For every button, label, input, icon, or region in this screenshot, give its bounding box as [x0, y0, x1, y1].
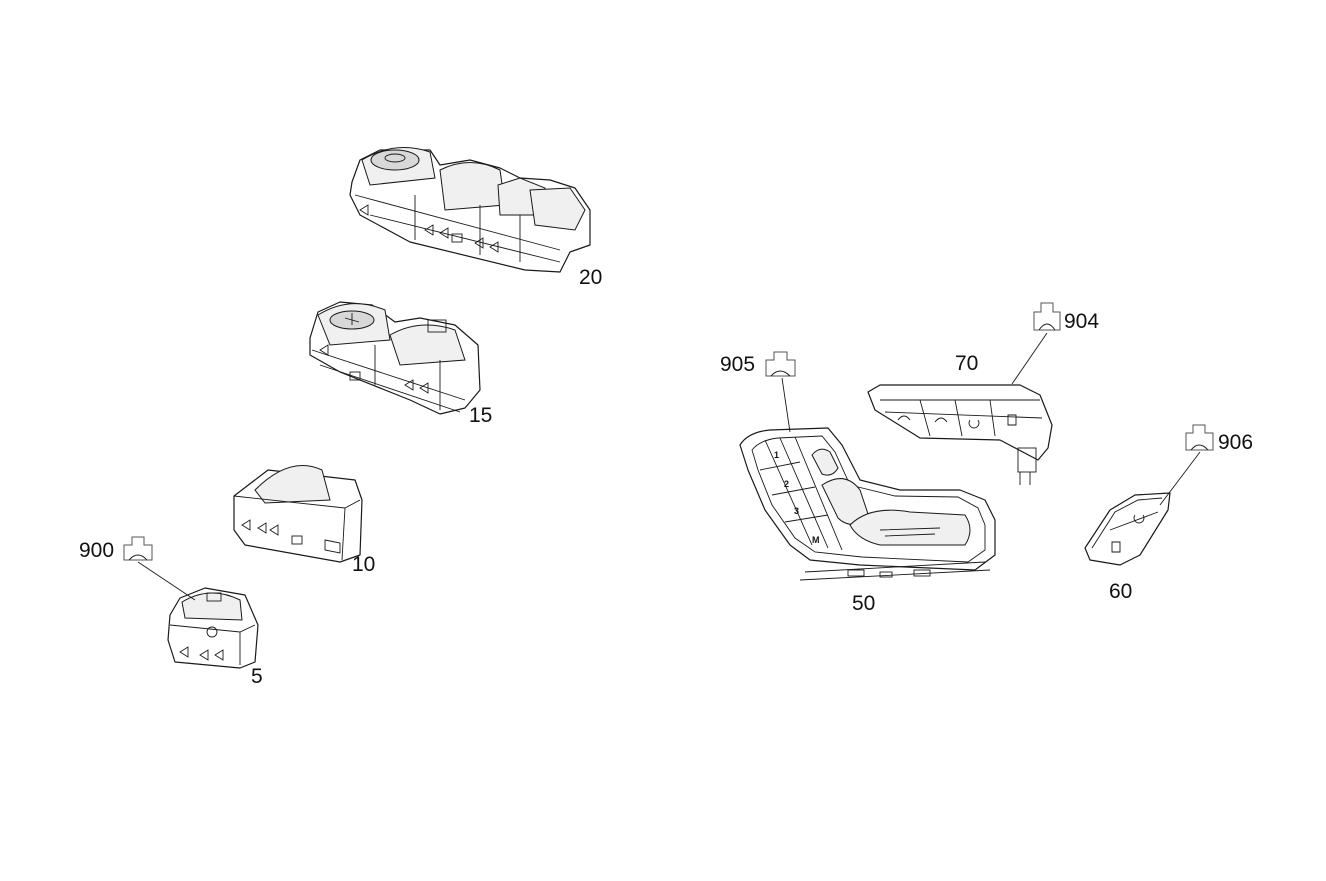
part-60-lock-switch-panel[interactable]: [1084, 492, 1171, 566]
part-15-window-switch-block[interactable]: [309, 301, 481, 415]
part-50-seat-adjustment-panel[interactable]: 1 2 3 M: [739, 427, 996, 581]
seat-memory-button-m[interactable]: M: [812, 535, 820, 545]
callout-20: 20: [579, 266, 603, 289]
callout-906: 906: [1218, 431, 1254, 454]
leader-line-905: [781, 377, 791, 433]
connector-906-icon: [1185, 424, 1214, 451]
callout-900: 900: [79, 539, 115, 562]
seat-memory-button-2[interactable]: 2: [784, 479, 789, 489]
callout-60: 60: [1109, 580, 1133, 603]
part-70-seat-switch-strip[interactable]: [867, 384, 1053, 485]
connector-900-icon: [123, 536, 153, 561]
connector-904-icon: [1033, 302, 1061, 331]
seat-memory-button-1[interactable]: 1: [774, 450, 779, 460]
callout-10: 10: [352, 553, 376, 576]
leader-line-906: [1159, 451, 1201, 506]
connector-905-icon: [765, 351, 796, 377]
seat-memory-button-3[interactable]: 3: [794, 506, 799, 516]
callout-5: 5: [251, 665, 263, 688]
part-10-single-switch[interactable]: [233, 465, 363, 563]
part-20-window-switch-block[interactable]: [349, 147, 591, 273]
callout-905: 905: [720, 353, 756, 376]
callout-50: 50: [852, 592, 876, 615]
leader-line-900: [137, 561, 196, 601]
callout-15: 15: [469, 404, 493, 427]
callout-904: 904: [1064, 310, 1100, 333]
part-5-small-switch[interactable]: [167, 587, 259, 669]
leader-line-904: [1011, 332, 1048, 385]
callout-70: 70: [955, 352, 979, 375]
